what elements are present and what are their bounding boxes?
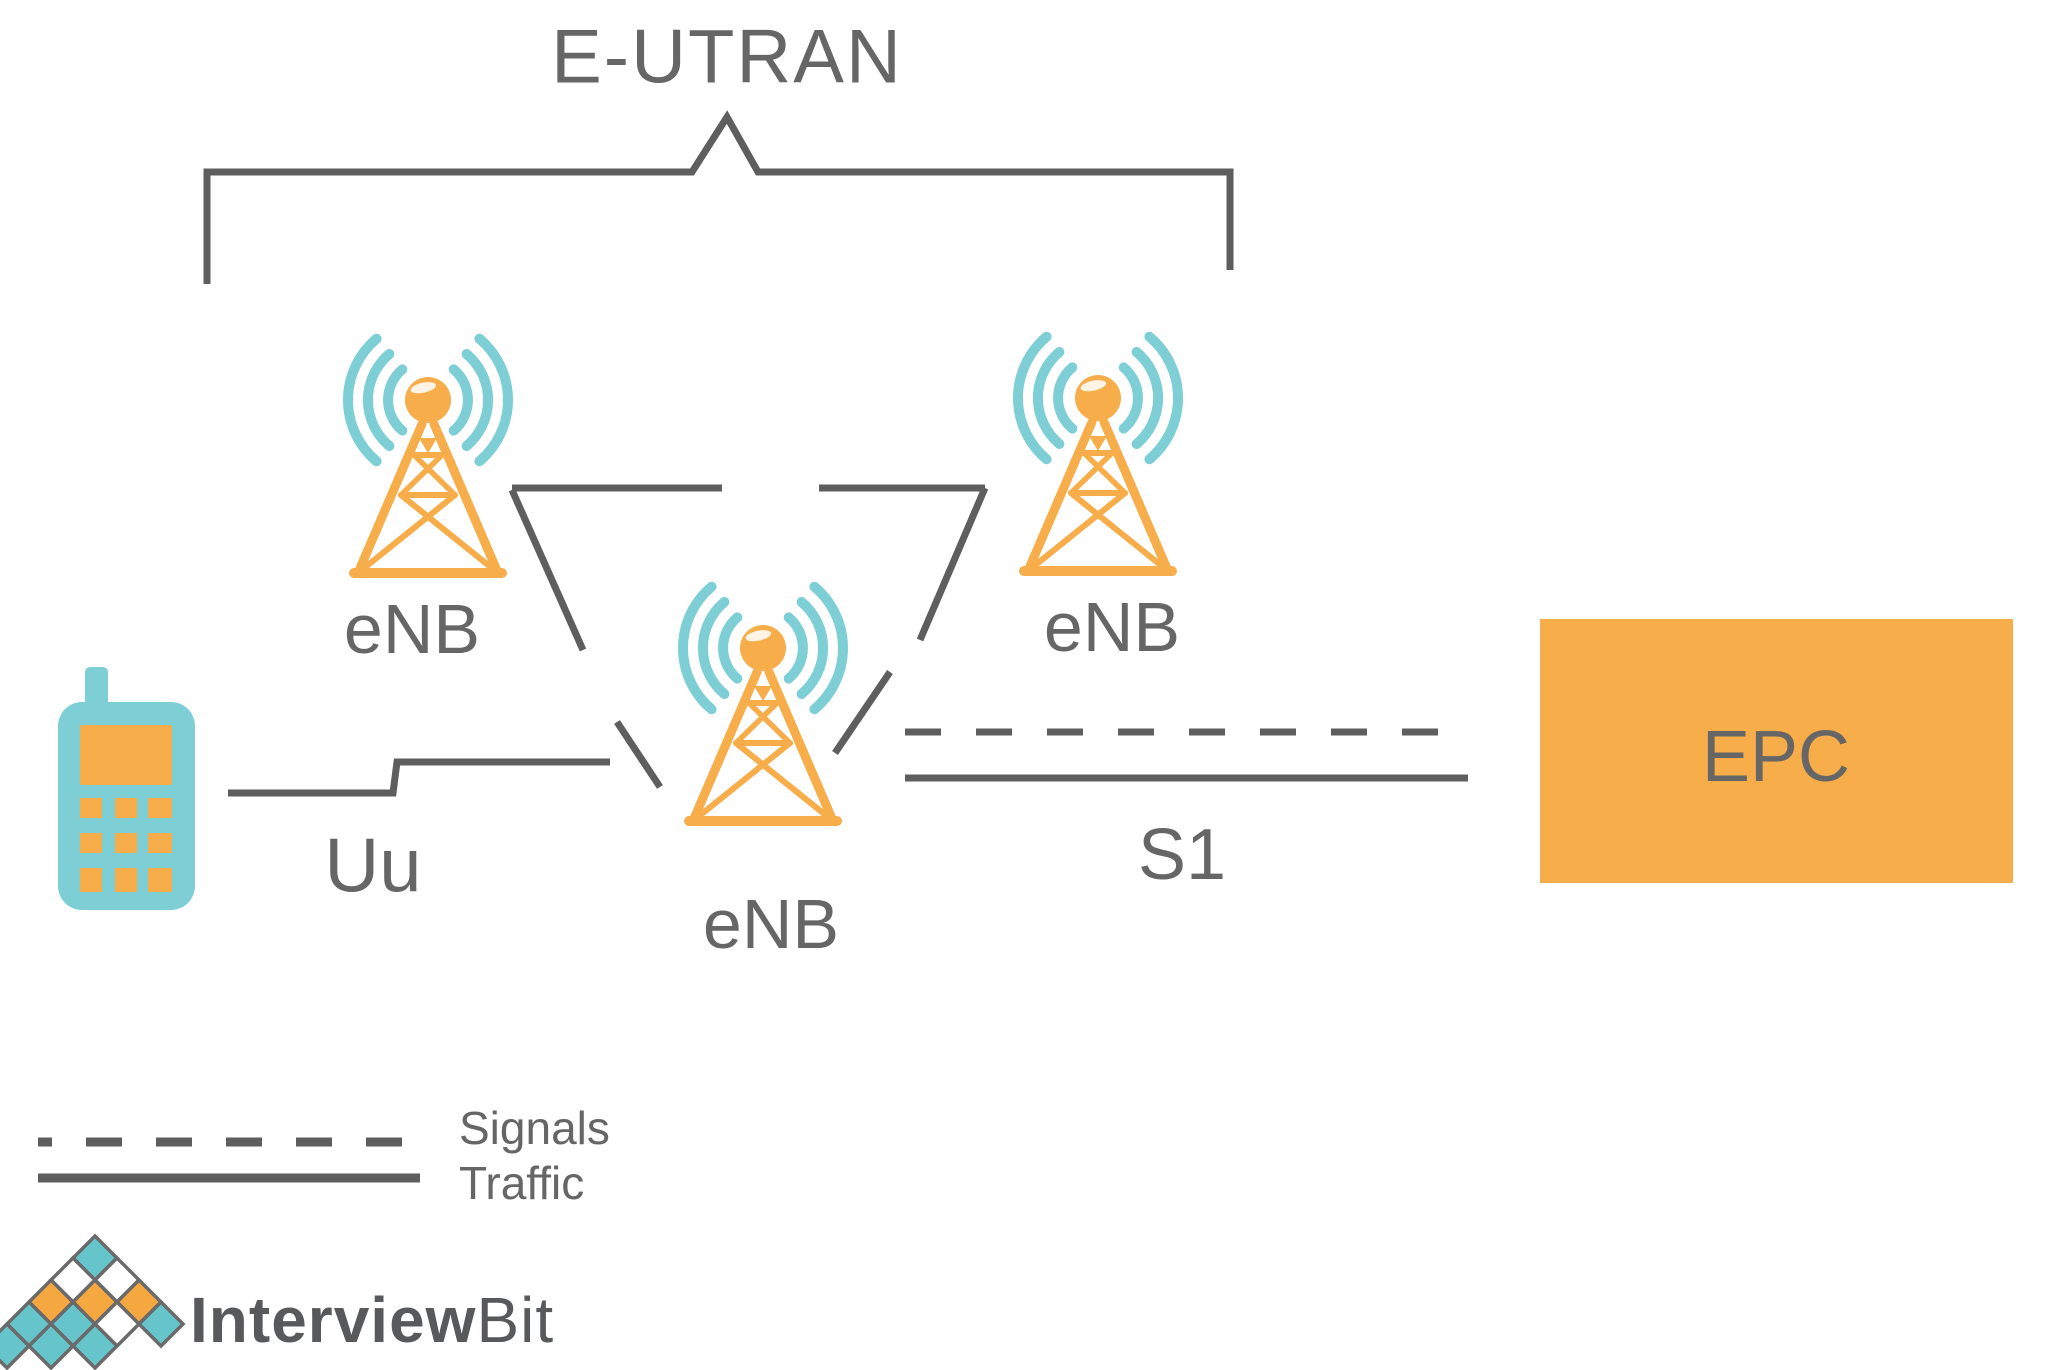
uu-interface-label: Uu bbox=[324, 824, 421, 909]
x2-left-slant-lower-line bbox=[614, 720, 663, 789]
logo-diamond bbox=[0, 1321, 32, 1370]
phone-keypad bbox=[80, 798, 172, 892]
enb-center-label: eNB bbox=[703, 885, 839, 963]
uu-link-line bbox=[228, 758, 610, 797]
legend: Signals Traffic bbox=[38, 1102, 610, 1209]
enb-tower-right: eNB bbox=[1018, 337, 1180, 666]
logo-wordmark: InterviewBit bbox=[190, 1284, 554, 1356]
x2-left-slant-upper-line bbox=[508, 488, 587, 652]
epc-label: EPC bbox=[1702, 717, 1850, 797]
x2-right-slant-lower-line bbox=[832, 670, 893, 755]
epc-node: EPC bbox=[1540, 619, 2013, 883]
x2-right-slant-upper-line bbox=[916, 486, 989, 642]
logo-mark bbox=[0, 1233, 186, 1370]
logo-wordmark-bold: Interview bbox=[190, 1284, 476, 1356]
eutran-title: E-UTRAN bbox=[551, 15, 903, 100]
enb-tower-left: eNB bbox=[344, 339, 508, 668]
enb-left-label: eNB bbox=[344, 590, 480, 668]
logo-diamond bbox=[26, 1321, 76, 1370]
cell-tower-icon bbox=[1018, 337, 1178, 571]
logo-wordmark-light: Bit bbox=[476, 1284, 554, 1356]
logo-diamond bbox=[136, 1299, 186, 1349]
eutran-brace bbox=[203, 110, 1234, 284]
cell-tower-icon bbox=[683, 587, 843, 821]
legend-signals-label: Signals bbox=[459, 1102, 610, 1154]
x2-link-lines bbox=[508, 484, 989, 789]
cell-tower-icon bbox=[348, 339, 508, 573]
interviewbit-logo: InterviewBit bbox=[0, 1233, 554, 1370]
enb-right-label: eNB bbox=[1044, 588, 1180, 666]
legend-traffic-label: Traffic bbox=[459, 1157, 584, 1209]
logo-diamond bbox=[70, 1321, 120, 1370]
epc-box bbox=[1540, 619, 2013, 883]
s1-interface-label: S1 bbox=[1138, 815, 1226, 895]
enb-tower-center: eNB bbox=[683, 587, 843, 963]
mobile-phone-icon bbox=[58, 667, 195, 910]
